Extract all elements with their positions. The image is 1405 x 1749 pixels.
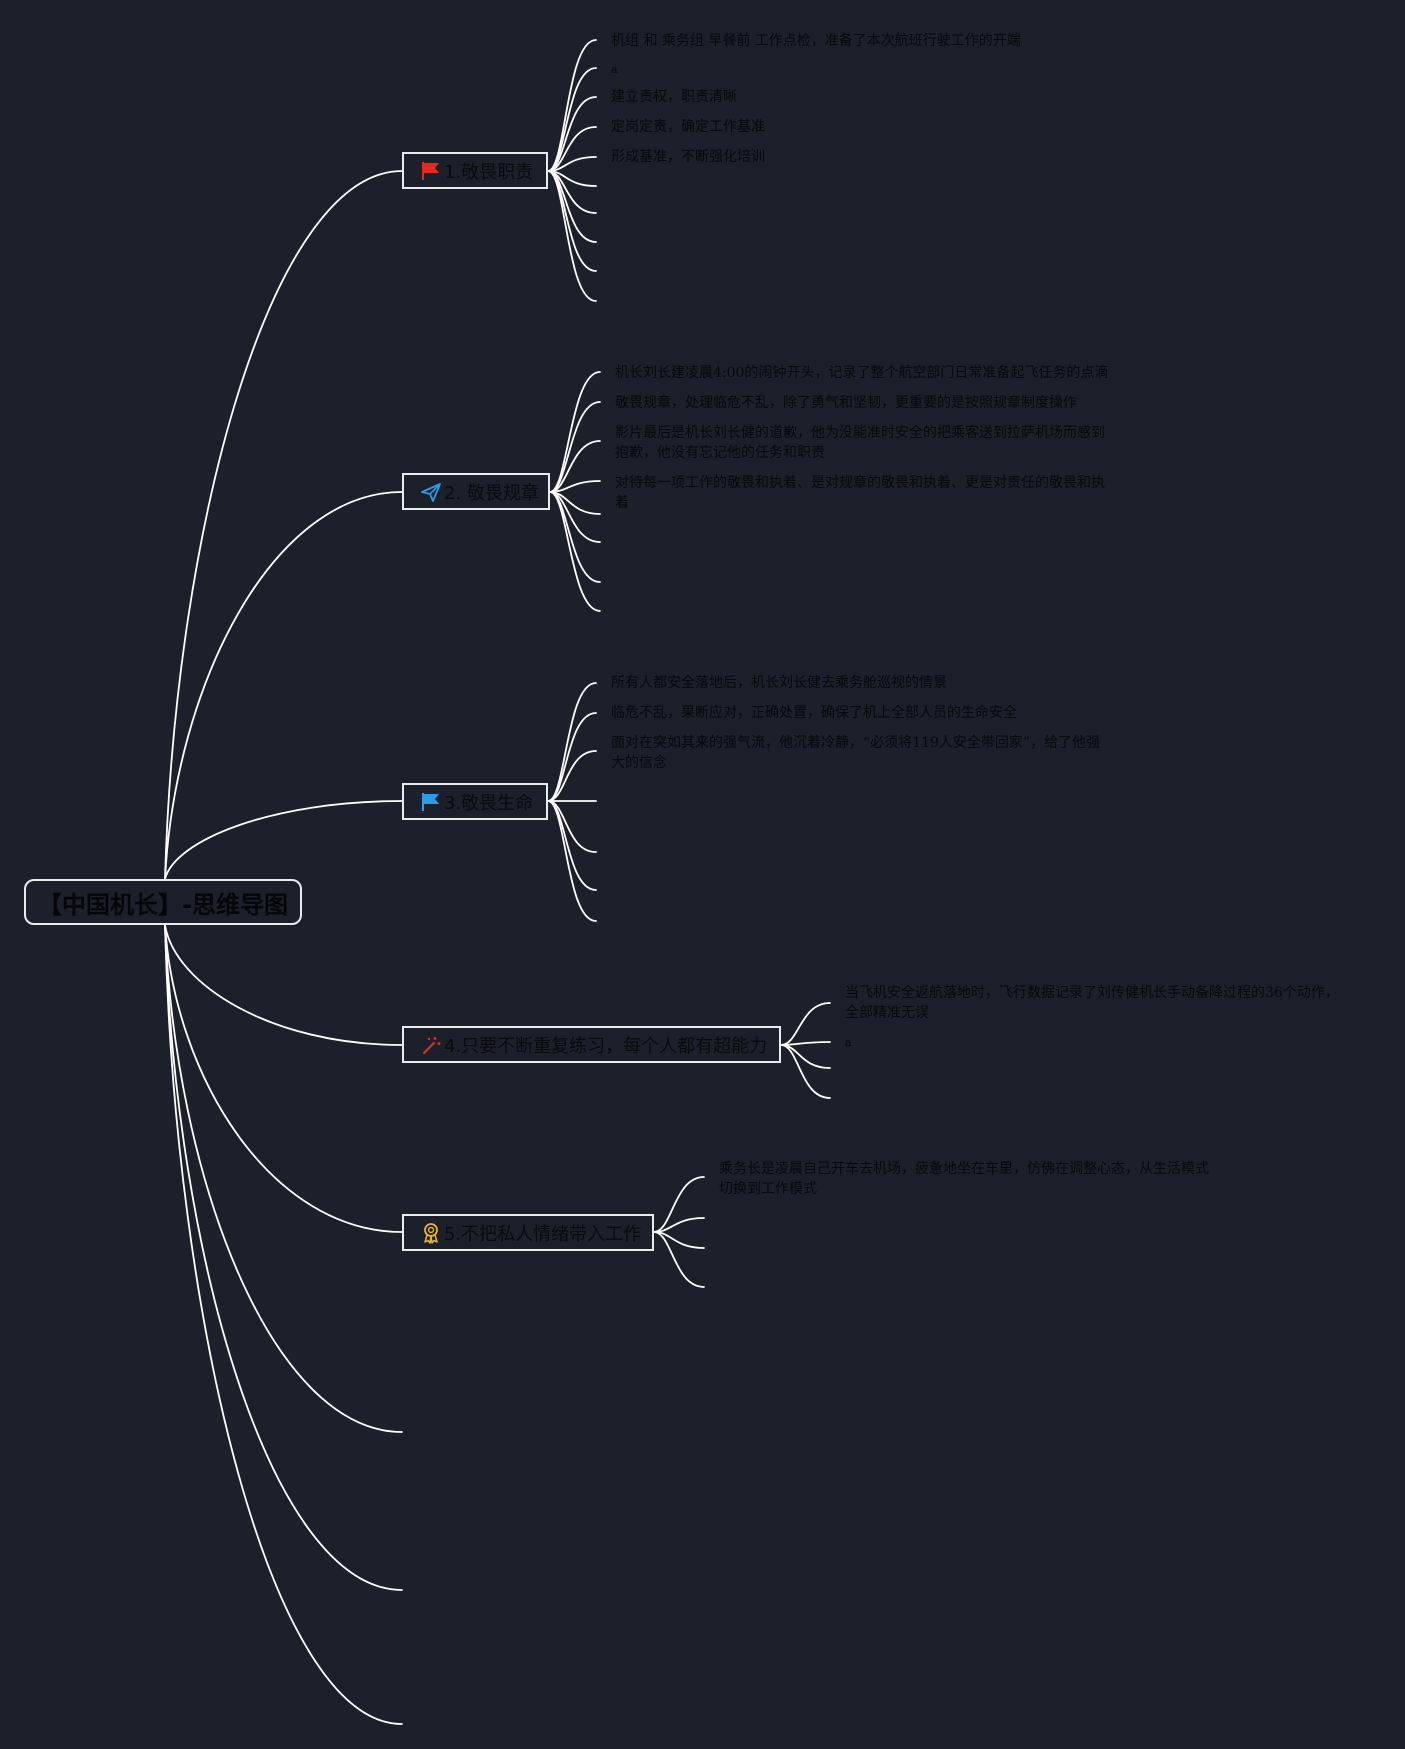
detail-item: 乘务长是凌晨自己开车去机场，疲惫地坐在车里，仿佛在调整心态，从生活模式切换到工作…	[719, 1161, 1209, 1197]
detail-item: 对待每一项工作的敬畏和执着、是对规章的敬畏和执着、更是对责任的敬畏和执着	[615, 475, 1105, 511]
magic-wand-icon	[422, 1036, 441, 1054]
topic-node-4[interactable]: 4.只要不断重复练习，每个人都有超能力	[402, 1026, 781, 1063]
sub-branch-line	[547, 750, 597, 802]
sub-branch-line	[653, 1231, 705, 1249]
sub-branch-line	[547, 800, 597, 891]
topic-label: 1.敬畏职责	[444, 161, 534, 183]
detail-item: 所有人都安全落地后，机长刘长健去乘务舱巡视的情景	[611, 675, 947, 691]
detail-item: 机长刘长建凌晨4:00的闹钟开头，记录了整个航空部门日常准备起飞任务的点滴	[615, 365, 1109, 381]
detail-item: 机组 和 乘务组 早餐前 工作点检，准备了本次航班行驶工作的开端	[611, 33, 1021, 49]
red-flag-icon	[422, 161, 439, 180]
detail-item: 面对在突如其来的强气流，他沉着冷静，“必须将119人安全带回家”，给了他强大的信…	[611, 735, 1101, 771]
paper-plane-icon	[421, 482, 441, 502]
root-title: 【中国机长】-思维导图	[38, 890, 288, 919]
sub-branch-line	[547, 800, 597, 922]
topic-node-3[interactable]: 3.敬畏生命	[402, 783, 548, 820]
topic-node-1[interactable]: 1.敬畏职责	[402, 152, 548, 189]
sub-branch-line	[547, 682, 597, 802]
sub-branch-line	[547, 67, 597, 172]
sub-branch-line	[547, 96, 597, 172]
award-badge-icon	[424, 1222, 438, 1244]
topic-label: 4.只要不断重复练习，每个人都有超能力	[444, 1035, 768, 1057]
branch-line-3	[164, 800, 403, 880]
topic-node-2[interactable]: 2. 敬畏规章	[402, 473, 550, 510]
branch-line-5	[164, 924, 403, 1233]
detail-item: 建立责权，职责清晰	[611, 89, 737, 105]
detail-item: a	[611, 63, 618, 76]
sub-branch-line	[547, 712, 597, 802]
sub-branch-line	[547, 170, 597, 302]
sub-branch-line	[780, 1044, 831, 1099]
root-node[interactable]: 【中国机长】-思维导图	[24, 879, 302, 925]
sub-branch-line	[653, 1231, 705, 1288]
topic-node-5[interactable]: 5.不把私人情绪带入工作	[402, 1214, 654, 1251]
sub-branch-line	[653, 1217, 705, 1233]
branch-line-2	[164, 491, 403, 880]
detail-item: 临危不乱，果断应对，正确处置，确保了机上全部人员的生命安全	[611, 705, 1017, 721]
detail-item: a	[845, 1036, 852, 1049]
sub-branch-line	[780, 1002, 831, 1046]
sub-branch-line	[549, 491, 601, 612]
detail-item: 当飞机安全返航落地时，飞行数据记录了刘传健机长手动备降过程的36个动作，全部精准…	[845, 985, 1339, 1021]
branch-line-empty	[164, 924, 403, 1591]
sub-branch-line	[549, 401, 601, 493]
sub-branch-line	[549, 440, 601, 493]
detail-item: 影片最后是机长刘长健的道歉，他为没能准时安全的把乘客送到拉萨机场而感到抱歉，他没…	[615, 425, 1105, 461]
branch-line-empty	[164, 924, 403, 1725]
detail-item: 敬畏规章，处理临危不乱，除了勇气和坚韧，更重要的是按照规章制度操作	[615, 395, 1077, 411]
blue-flag-icon	[422, 792, 439, 811]
branch-line-4	[164, 924, 403, 1046]
topic-label: 5.不把私人情绪带入工作	[444, 1223, 642, 1245]
topic-label: 3.敬畏生命	[444, 792, 534, 814]
sub-branch-line	[549, 371, 601, 493]
branch-line-empty	[164, 924, 403, 1433]
sub-branch-line	[653, 1176, 705, 1233]
topic-label: 2. 敬畏规章	[444, 482, 539, 504]
detail-item: 形成基准，不断强化培训	[611, 149, 765, 165]
detail-item: 定岗定责，确定工作基准	[611, 119, 765, 135]
branch-line-1	[164, 170, 403, 880]
